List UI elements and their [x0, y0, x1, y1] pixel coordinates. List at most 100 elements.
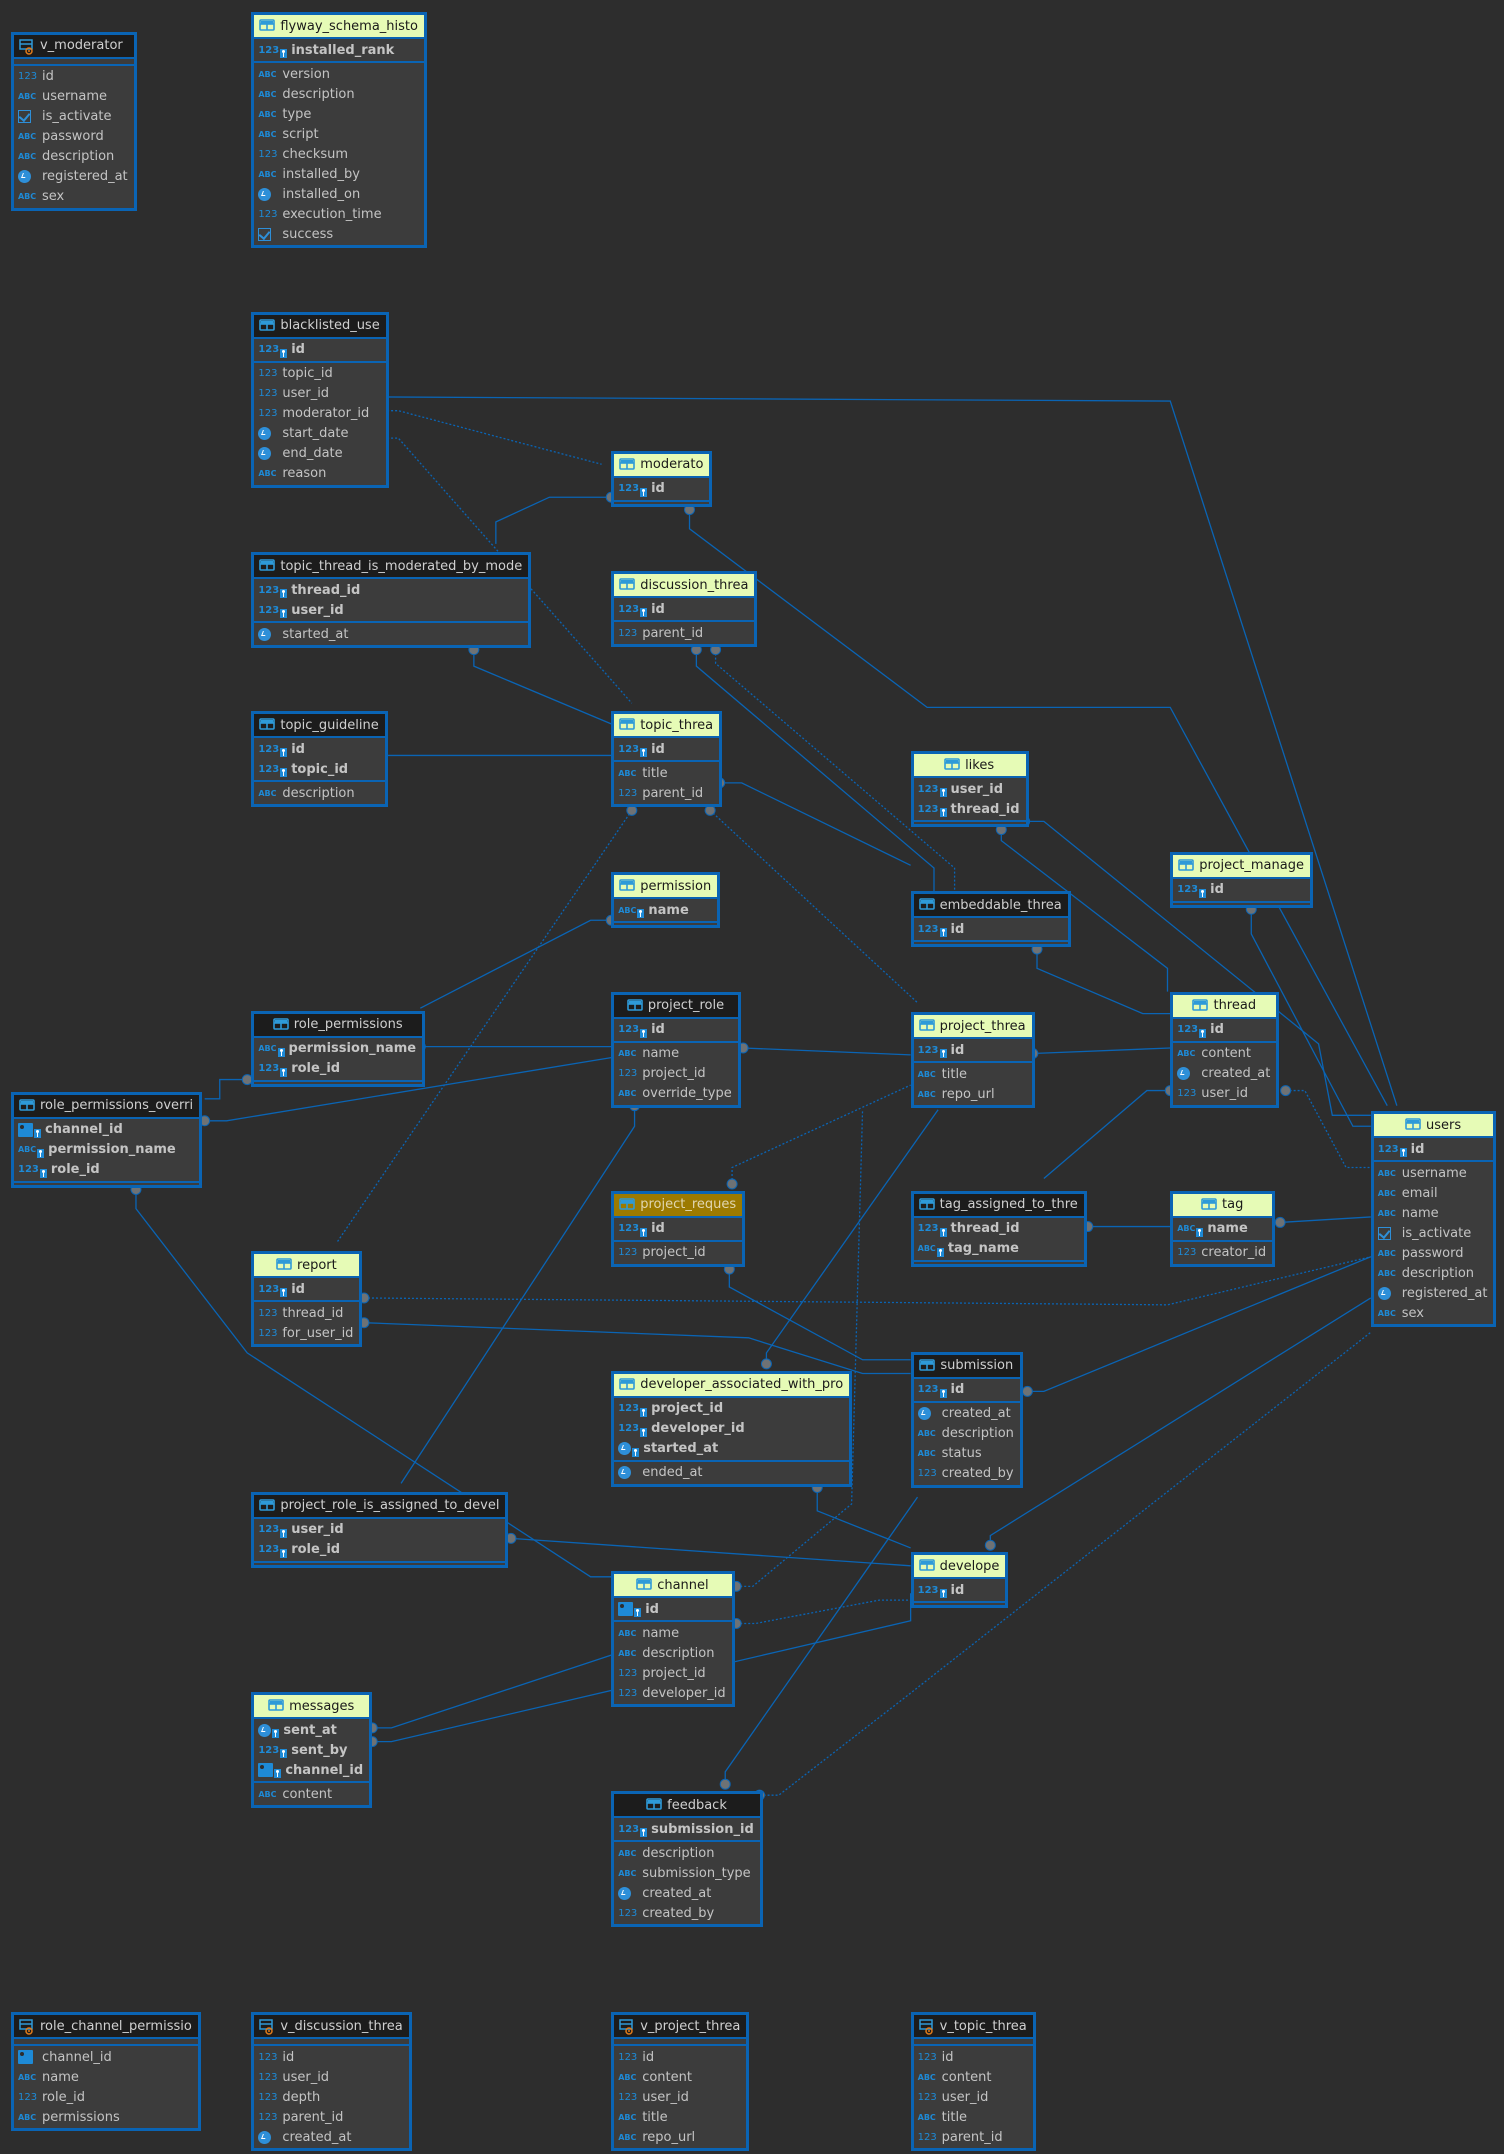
relationship-line[interactable] [495, 496, 612, 544]
relationship-line[interactable] [743, 1047, 911, 1056]
relationship-line[interactable] [736, 1599, 911, 1625]
table-header[interactable]: flyway_schema_histo [254, 15, 424, 40]
table-header[interactable]: project_manage [1173, 854, 1310, 879]
relationship-line[interactable] [473, 649, 612, 725]
column-row[interactable]: channel_id [14, 2047, 198, 2067]
table-header[interactable]: channel [614, 1574, 732, 1599]
table-header[interactable]: moderato [614, 453, 710, 478]
relationship-line[interactable] [1285, 1089, 1371, 1169]
relationship-line[interactable] [363, 1322, 911, 1375]
table-header[interactable]: topic_threa [614, 714, 720, 739]
column-row[interactable]: created_at [1173, 1064, 1276, 1084]
column-row[interactable]: registered_at [14, 167, 134, 187]
table-header[interactable]: users [1373, 1114, 1494, 1139]
relationship-line[interactable] [1032, 1047, 1171, 1055]
table-header[interactable]: project_role [614, 994, 738, 1019]
relationship-line[interactable] [400, 1105, 636, 1484]
relationship-line[interactable] [1043, 1089, 1171, 1179]
relationship-line[interactable] [1280, 1216, 1371, 1224]
column-row[interactable]: channel_id [14, 1120, 199, 1140]
column-row[interactable]: started_at [614, 1439, 849, 1459]
column-row[interactable]: created_at [614, 1883, 760, 1903]
table-header[interactable]: topic_thread_is_moderated_by_mode [254, 555, 529, 580]
relationship-line[interactable] [688, 509, 1388, 1106]
relationship-line[interactable] [204, 1078, 248, 1100]
table-header[interactable]: role_permissions [254, 1013, 423, 1038]
table-header[interactable]: tag [1173, 1193, 1273, 1218]
table-header[interactable]: v_topic_threa [913, 2015, 1033, 2040]
relationship-line[interactable] [1024, 820, 1371, 1116]
relationship-line[interactable] [1027, 1256, 1372, 1393]
table-header[interactable]: project_role_is_assigned_to_devel [254, 1494, 506, 1519]
relationship-line[interactable] [695, 649, 935, 892]
column-row[interactable]: sent_at [254, 1720, 369, 1740]
relationship-line[interactable] [379, 410, 602, 465]
column-row[interactable]: id [614, 1599, 731, 1619]
column-row[interactable]: created_at [254, 2127, 408, 2147]
